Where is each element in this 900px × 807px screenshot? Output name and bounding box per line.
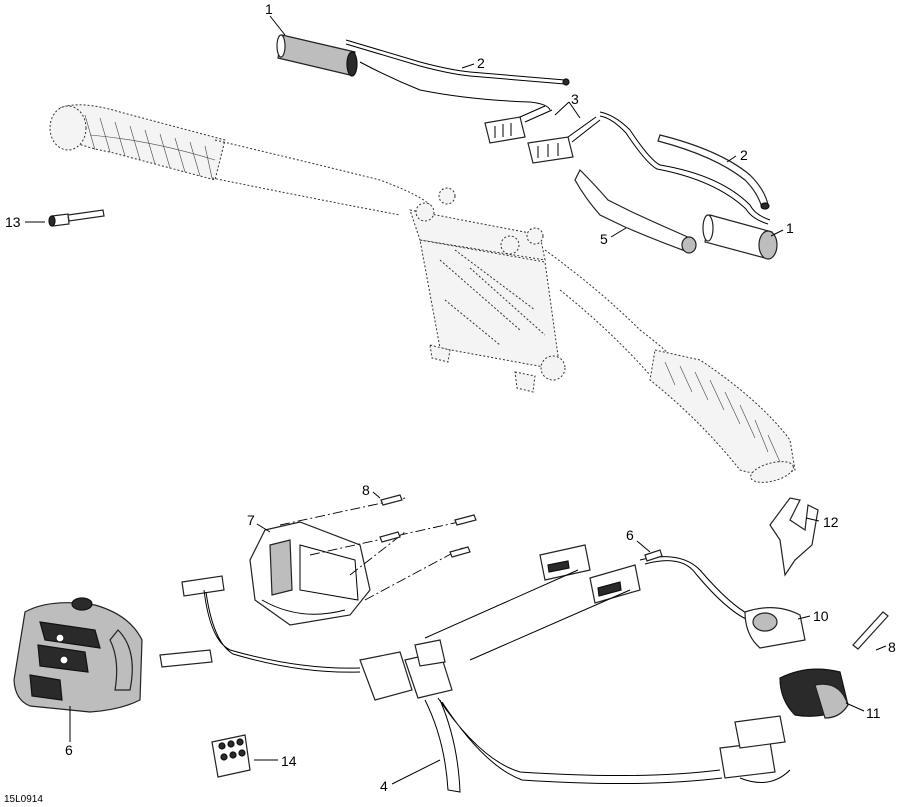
handlebar [49, 104, 796, 483]
part-13-pin [48, 209, 105, 227]
callout-2-right: 2 [740, 147, 748, 163]
callout-7: 7 [247, 512, 255, 528]
part-1-right-grip-sleeve [702, 214, 778, 260]
part-2-top-wire [345, 39, 570, 111]
part-12-bracket [769, 497, 819, 577]
part-5-tube [574, 168, 697, 254]
callout-13: 13 [5, 214, 21, 230]
part-6-pin-connector [644, 549, 663, 562]
part-8-screws [379, 494, 889, 650]
callout-14: 14 [281, 753, 297, 769]
callout-8-top: 8 [362, 482, 370, 498]
callout-6-switch: 6 [65, 742, 73, 758]
callout-1-right: 1 [786, 220, 794, 236]
part-10-grommet [744, 607, 806, 649]
part-7-housing [249, 497, 469, 626]
callout-12: 12 [823, 514, 839, 530]
part-6-switch-housing [13, 597, 143, 713]
callout-11: 11 [866, 705, 881, 721]
drawing-code: 15L0914 [4, 794, 43, 805]
part-1-top-grip-sleeve [276, 34, 358, 77]
part-connectors-mid [424, 544, 751, 661]
part-14-connector-block [211, 734, 251, 778]
callout-8-right: 8 [888, 639, 896, 655]
leader-lines [25, 15, 887, 785]
callout-5: 5 [600, 231, 608, 247]
callout-2-top: 2 [477, 55, 485, 71]
callout-4: 4 [380, 778, 388, 794]
part-3-connectors [484, 105, 771, 225]
part-4-wiring-harness [159, 575, 791, 793]
callout-1-top: 1 [265, 1, 273, 17]
part-11-cap [779, 668, 849, 719]
callout-10: 10 [813, 608, 829, 624]
callout-6-connector: 6 [626, 527, 634, 543]
callout-3: 3 [571, 91, 579, 107]
part-2-right-wire [657, 134, 770, 210]
